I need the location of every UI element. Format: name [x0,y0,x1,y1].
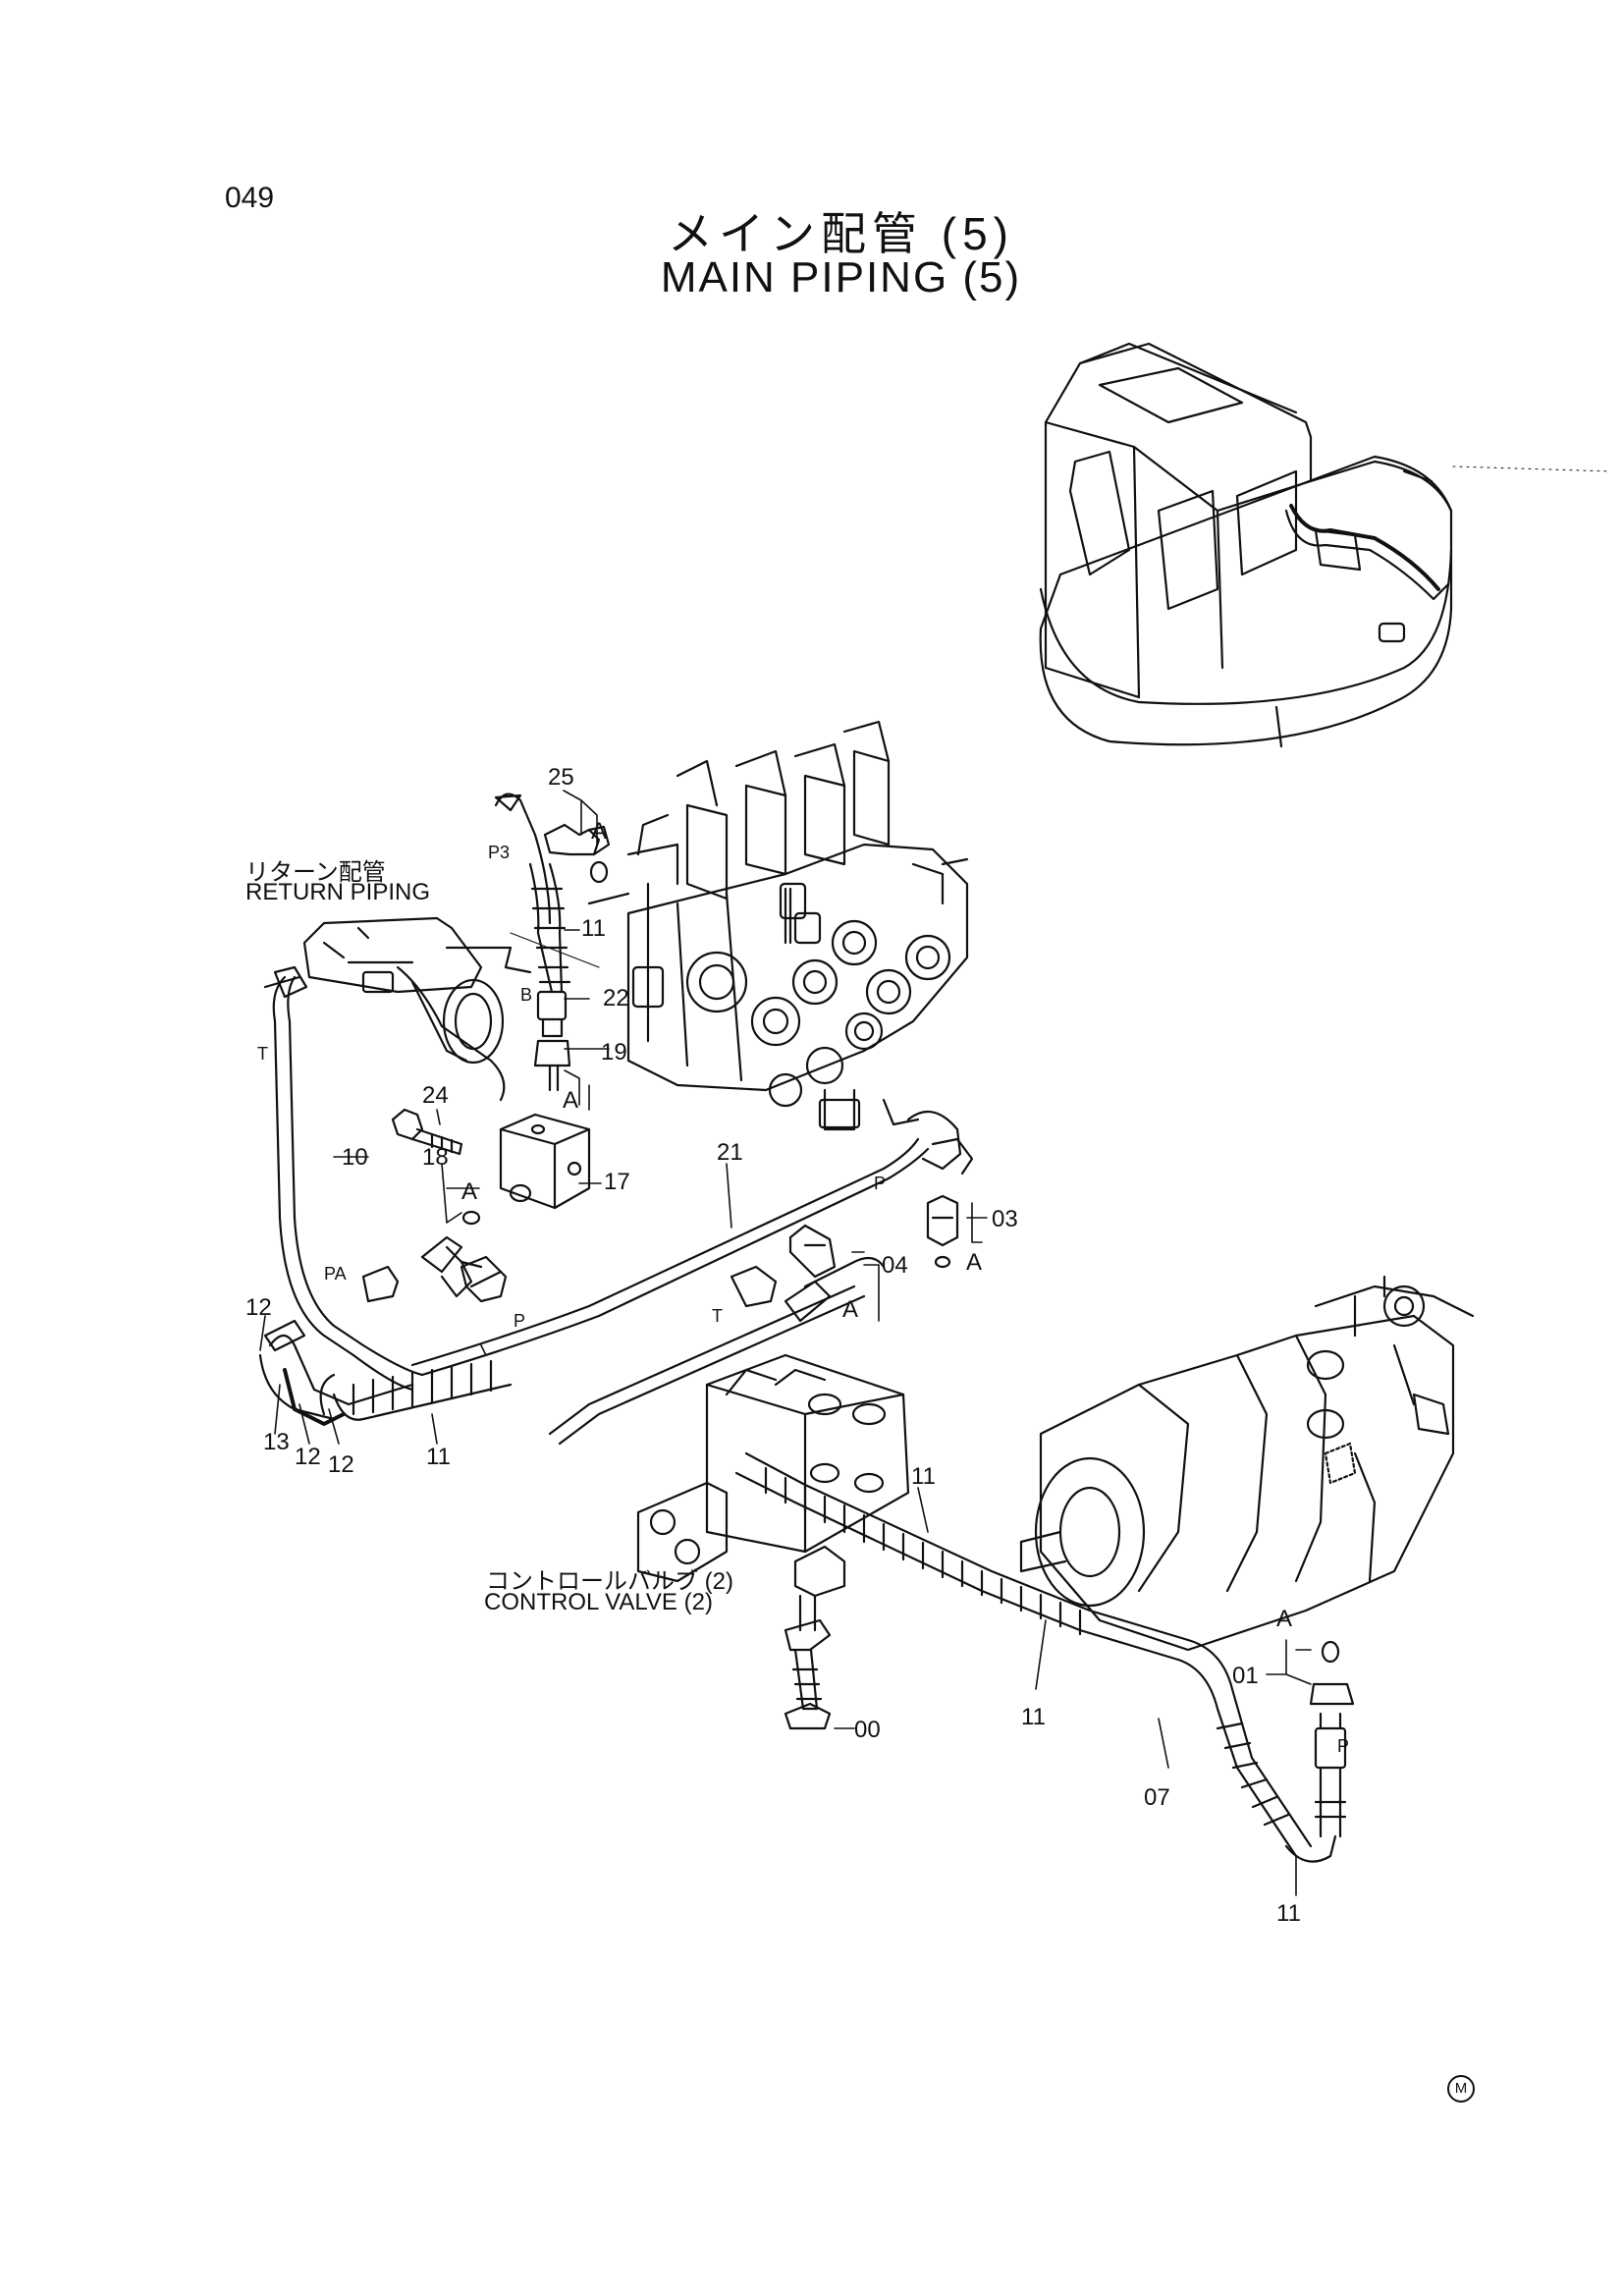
part-number-00: 00 [854,1717,881,1743]
hose-left-illustration [258,1319,513,1426]
title-japanese: メイン配管 (5) [668,208,1014,259]
fittings-pa-p-illustration [361,1137,974,1308]
port-label-p-pump: P [1337,1736,1350,1756]
block-17-illustration [499,1113,591,1210]
port-label-p-upper: P [874,1174,887,1193]
fitting-25-illustration [543,823,611,884]
part-number-21: 21 [717,1139,743,1166]
control-valve-label-ja: コントロールバルブ (2) [486,1568,733,1595]
return-piping-label-ja: リターン配管 [245,859,386,886]
connector-label-a-18: A [461,1178,478,1205]
hose-10-illustration [263,965,424,1392]
control-valve-label-en: CONTROL VALVE (2) [484,1589,713,1615]
part-number-12-mid: 12 [295,1444,321,1470]
return-filter-illustration [302,916,532,1102]
part-number-01: 01 [1232,1663,1259,1689]
leader-lines [259,790,1312,1896]
connector-label-a-01: A [1276,1606,1293,1632]
part-number-11-bottom: 11 [1276,1900,1301,1927]
connector-label-a-03: A [966,1249,983,1276]
title-english: MAIN PIPING (5) [660,253,1022,301]
control-valve-2-illustration [636,1353,910,1730]
port-label-t-return: T [257,1044,268,1064]
part-number-10: 10 [342,1144,368,1171]
part-number-18: 18 [422,1144,449,1171]
port-label-t: T [712,1306,723,1326]
return-piping-label-en: RETURN PIPING [245,879,431,905]
part-number-11-left: 11 [426,1444,451,1470]
part-number-04: 04 [882,1252,908,1279]
tee-18-illustration [420,1210,483,1298]
port-label-p3: P3 [488,843,511,862]
manufacturer-mark: M [1447,2075,1475,2103]
port-label-b: B [520,985,533,1005]
part-number-24: 24 [422,1082,449,1109]
part-number-17: 17 [604,1169,630,1195]
part-number-25: 25 [548,764,574,791]
hose-07-illustration [734,1451,1355,1863]
hose-p3-illustration [494,793,571,1092]
port-label-pa: PA [324,1264,347,1284]
part-number-13: 13 [263,1429,290,1455]
fitting-03-illustration [926,1194,959,1269]
part-number-03: 03 [992,1206,1018,1232]
connector-label-a-25: A [591,818,608,845]
part-number-11-mid: 11 [911,1463,936,1490]
port-label-p-left: P [514,1311,526,1331]
main-control-valve-illustration [510,720,969,1131]
part-number-12-right: 12 [328,1451,354,1478]
connector-label-a-19: A [563,1087,579,1114]
part-number-11-upper: 11 [581,915,606,942]
part-number-12-top: 12 [245,1294,272,1321]
fitting-04-illustration [788,1224,837,1279]
connector-label-a-04: A [842,1296,859,1323]
hose-21-illustration [410,1110,962,1446]
page-number: 049 [225,182,275,214]
excavator-overview-illustration [1039,342,1611,748]
hydraulic-pump-illustration [1019,1275,1475,1652]
part-number-11-lower: 11 [1021,1704,1046,1730]
part-number-07: 07 [1144,1784,1170,1811]
bolt-24-illustration [391,1108,463,1156]
part-number-22: 22 [603,985,629,1011]
part-number-19: 19 [601,1039,627,1066]
